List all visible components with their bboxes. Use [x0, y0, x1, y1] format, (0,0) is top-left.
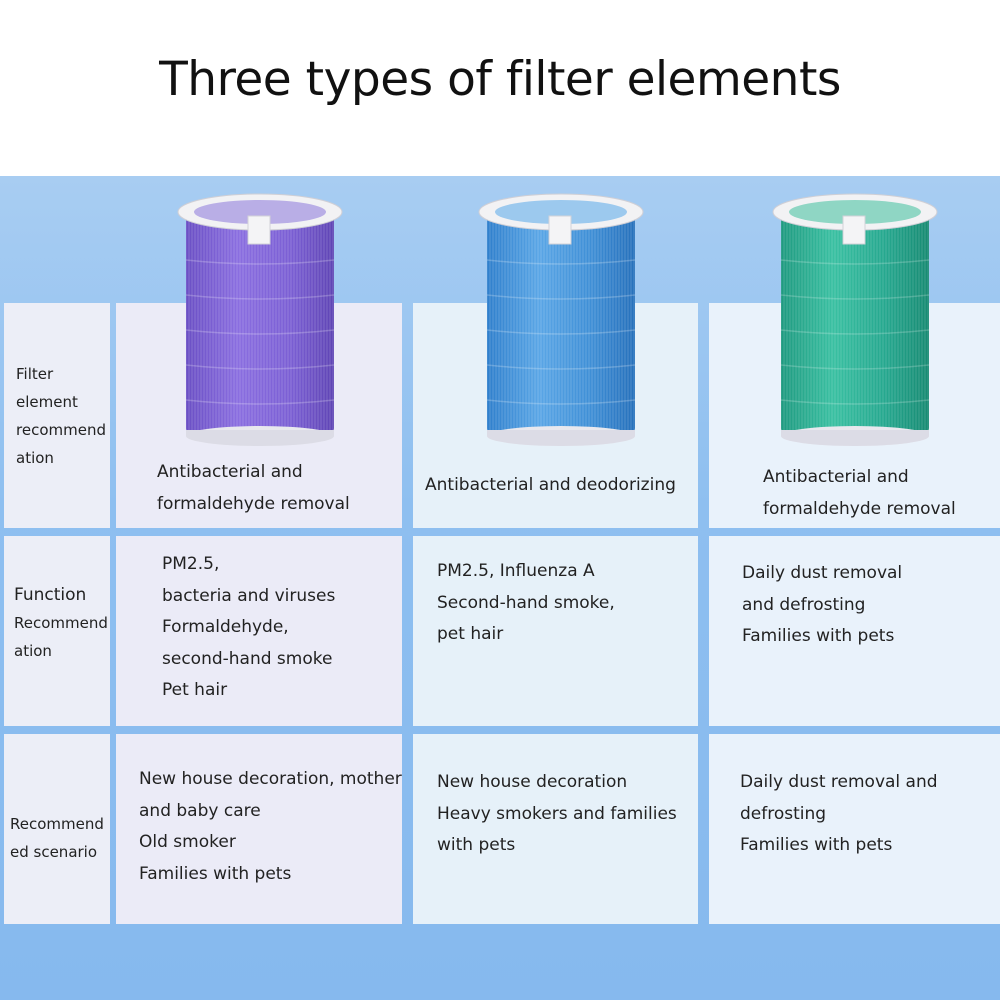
green-scenario-text: Daily dust removal and defrosting Famili…	[740, 772, 938, 855]
row-label-function: Function Recommend ation	[14, 585, 108, 660]
row-label-cell	[4, 536, 110, 726]
row-label-cell	[4, 734, 110, 924]
table-cell	[413, 734, 698, 924]
blue-scenario-text: New house decoration Heavy smokers and f…	[437, 772, 677, 855]
row-label-scenario: Recommend ed scenario	[10, 815, 104, 861]
page-title: Three types of filter elements	[159, 52, 841, 107]
table-cell	[116, 734, 402, 924]
table-cell	[116, 536, 402, 726]
green-function-text: Daily dust removal and defrosting Famili…	[742, 563, 903, 646]
purple-function-text: PM2.5, bacteria and viruses Formaldehyde…	[162, 554, 336, 700]
purple-filter-type: Antibacterial and formaldehyde removal	[157, 462, 350, 514]
green-filter-image	[772, 193, 938, 446]
row-label-cell	[4, 303, 110, 528]
table-cell	[413, 536, 698, 726]
blue-filter-type: Antibacterial and deodorizing	[425, 475, 676, 495]
purple-filter-image	[177, 193, 343, 446]
green-filter-type: Antibacterial and formaldehyde removal	[763, 467, 956, 519]
table-cell	[709, 536, 1000, 726]
blue-filter-image	[478, 193, 644, 446]
purple-scenario-text: New house decoration, mother and baby ca…	[139, 769, 402, 884]
blue-function-text: PM2.5, Influenza A Second-hand smoke, pe…	[437, 561, 615, 644]
table-cell	[709, 734, 1000, 924]
row-label-filter-element: Filter element recommend ation	[16, 365, 106, 467]
